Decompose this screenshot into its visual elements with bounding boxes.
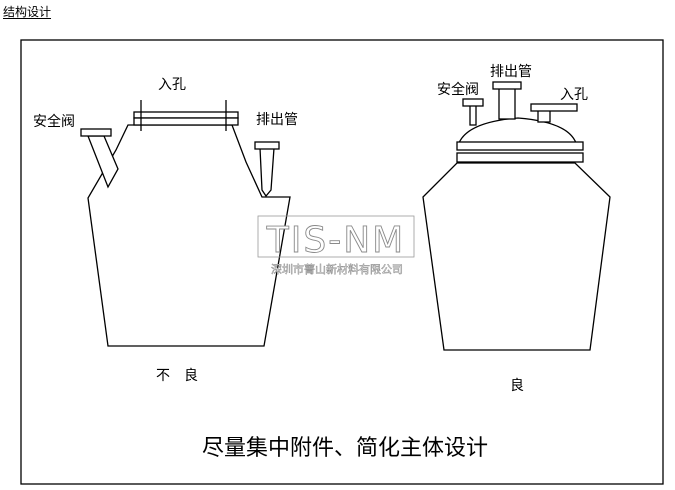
watermark-logo-frame [257, 215, 415, 258]
watermark-logo: TIS-NM [266, 220, 405, 261]
bad-label-safety-valve: 安全阀 [33, 113, 75, 130]
good-inlet-flange [530, 103, 578, 112]
diagram-frame [20, 39, 664, 485]
good-label-inlet: 入孔 [560, 87, 588, 103]
bad-inlet-flange-lower [133, 117, 239, 126]
good-safety-valve-flange [462, 98, 484, 107]
bad-label-outlet: 排出管 [256, 112, 298, 128]
bad-design-vessel [80, 100, 291, 347]
watermark-company: 深圳市菁山新材料有限公司 [271, 262, 403, 276]
good-label-safety-valve: 安全阀 [437, 81, 479, 98]
bad-inlet-flange [133, 111, 239, 119]
section-heading[interactable]: 结构设计 [3, 5, 52, 19]
good-flange-ring-upper [456, 141, 584, 151]
good-label-outlet: 排出管 [490, 64, 532, 80]
good-verdict: 良 [510, 378, 524, 394]
good-vessel-dome [458, 117, 577, 144]
bad-label-inlet: 入孔 [158, 77, 186, 93]
good-outlet-flange [492, 81, 522, 90]
good-outlet-stem [498, 87, 516, 120]
diagram-caption: 尽量集中附件、简化主体设计 [202, 436, 488, 461]
good-flange-ring-lower [456, 152, 584, 163]
bad-outlet-pipe [259, 147, 275, 198]
good-inlet-stem [537, 109, 551, 123]
bad-vessel-body [87, 124, 291, 347]
bad-verdict: 不 良 [156, 368, 198, 384]
good-vessel-body [422, 162, 611, 351]
good-safety-valve-stem [469, 104, 477, 126]
good-design-vessel [422, 81, 611, 351]
bad-safety-valve-flange [80, 128, 112, 137]
bad-outlet-flange [254, 141, 280, 150]
company-watermark: TIS-NM 深圳市菁山新材料有限公司 [257, 215, 415, 276]
